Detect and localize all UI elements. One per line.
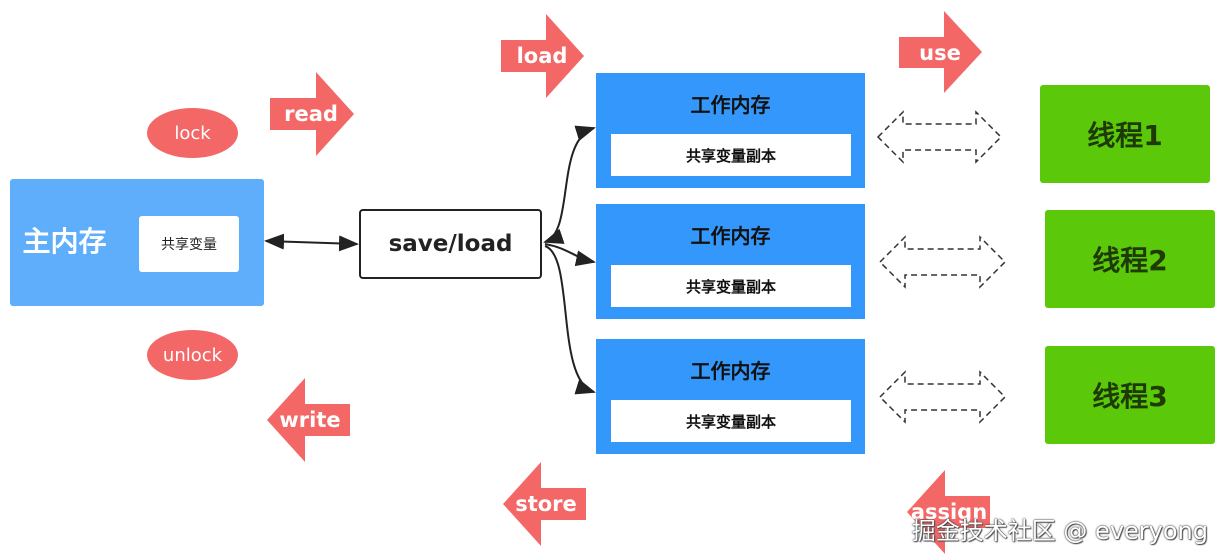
store-operation-label: store — [515, 492, 577, 516]
load-operation-label: load — [516, 44, 568, 68]
thread-3-box: 线程3 — [1045, 346, 1215, 444]
hub-to-wm2-connector — [544, 243, 596, 267]
read-operation-label: read — [284, 102, 338, 126]
thread-1-box: 线程1 — [1040, 85, 1210, 183]
use-operation-label: use — [919, 40, 961, 65]
working-memory-1-variable: 共享变量副本 — [611, 134, 851, 176]
write-arrow-shape — [267, 378, 350, 462]
working-memory-3-variable: 共享变量副本 — [611, 400, 851, 442]
use-arrow-shape — [899, 11, 982, 93]
unlock-operation: unlock — [147, 330, 238, 380]
lock-operation: lock — [147, 108, 238, 158]
hub-to-wm1-connector — [543, 125, 596, 244]
save-load-box: save/load — [359, 209, 542, 279]
double-arrow-1 — [876, 110, 1003, 164]
hub-to-wm3-connector — [544, 245, 596, 395]
watermark: 掘金技术社区 @ everyong — [911, 517, 1208, 545]
main-to-hub-connector — [264, 233, 359, 252]
read-arrow-shape — [270, 72, 354, 156]
double-arrow-2 — [878, 235, 1007, 289]
working-memory-2-title: 工作内存 — [690, 224, 771, 248]
main-memory-variable: 共享变量 — [139, 216, 239, 272]
assign-operation-label: assign — [910, 500, 988, 524]
main-memory-title: 主内存 — [22, 225, 107, 258]
thread-2-box: 线程2 — [1045, 210, 1215, 308]
double-arrow-3 — [878, 370, 1007, 424]
load-arrow-shape — [501, 14, 584, 98]
assign-arrow-shape — [907, 470, 990, 554]
store-arrow-shape — [503, 462, 586, 546]
working-memory-2-variable: 共享变量副本 — [611, 265, 851, 307]
write-operation-label: write — [279, 408, 341, 432]
working-memory-3-title: 工作内存 — [690, 359, 771, 383]
working-memory-1-title: 工作内存 — [690, 93, 771, 117]
